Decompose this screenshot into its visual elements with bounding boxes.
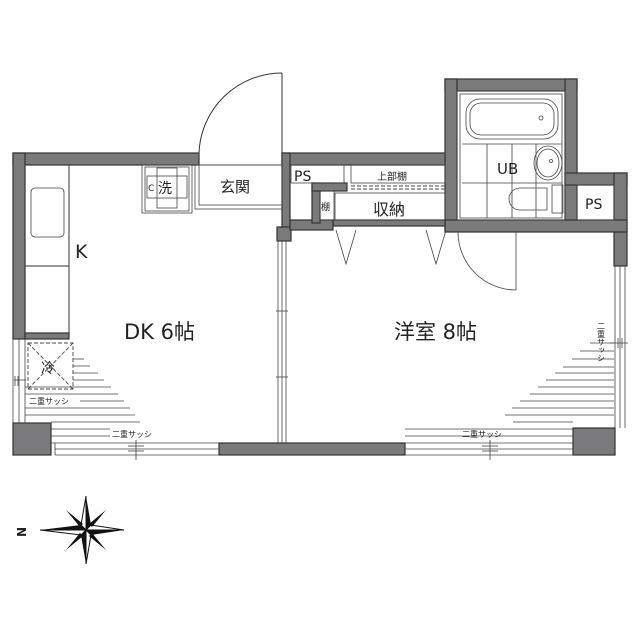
unit-bath — [456, 90, 566, 221]
dk-room-label: DK 6帖 — [124, 320, 195, 344]
washer-label: 洗 — [158, 181, 172, 197]
bath-door[interactable] — [457, 231, 517, 291]
fridge-label: 冷 — [41, 361, 55, 377]
kitchen-label: K — [75, 241, 88, 263]
washer-space — [141, 164, 193, 214]
dk-light-lines — [25, 358, 140, 437]
compass-rose-icon — [39, 495, 125, 565]
storage-label: 収納 — [373, 200, 405, 219]
storage-area — [290, 164, 446, 221]
kitchen-counter — [25, 165, 70, 333]
sliding-partition[interactable] — [276, 241, 288, 443]
walls — [12, 78, 628, 456]
entrance-door[interactable] — [194, 72, 283, 210]
dk-side-window[interactable] — [12, 339, 26, 423]
washer-prefix: C — [148, 184, 154, 194]
dk-side-window-label: 二重サッシ — [29, 396, 69, 406]
storage-doors[interactable] — [335, 229, 447, 266]
room-bottom-window-label: 二重サッシ — [462, 429, 502, 439]
upper-shelf-label: 上部棚 — [377, 170, 407, 183]
pipe-space-right — [576, 184, 615, 221]
pipe-space-2-label: PS — [585, 197, 602, 213]
western-room-label: 洋室 8帖 — [394, 320, 477, 344]
entrance-label: 玄関 — [220, 178, 250, 196]
dk-bottom-window-label: 二重サッシ — [112, 429, 152, 439]
shelf-label: 棚 — [321, 201, 330, 213]
pipe-space-1-label: PS — [294, 169, 311, 185]
unit-bath-label: UB — [497, 160, 518, 178]
room-side-window-label: 二重サッシ — [597, 322, 606, 362]
room-bottom-window[interactable] — [405, 440, 573, 460]
room-light-lines — [405, 342, 614, 437]
compass-north-label: N — [15, 527, 29, 537]
room-side-window[interactable] — [610, 266, 628, 428]
dk-bottom-window[interactable] — [51, 440, 219, 460]
